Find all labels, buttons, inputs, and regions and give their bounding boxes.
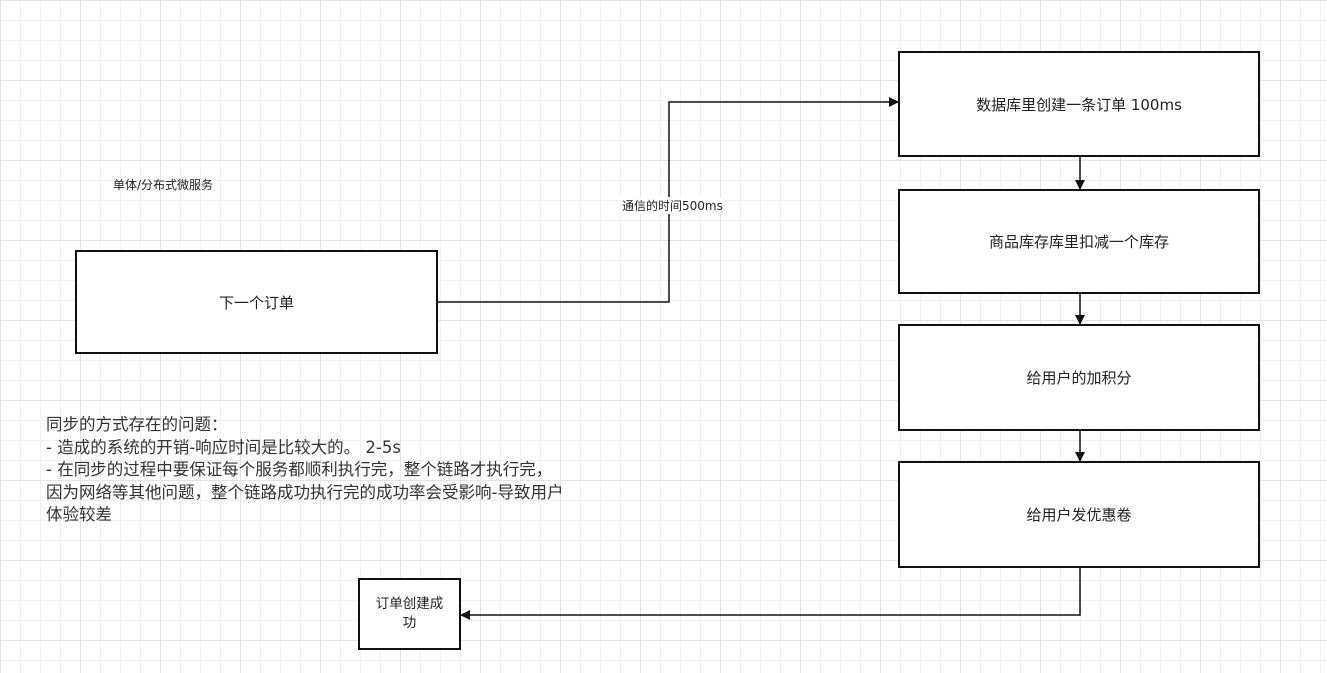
step-box-add-points: 给用户的加积分: [898, 324, 1260, 431]
step-label-reduce-stock: 商品库存库里扣减一个库存: [988, 233, 1169, 251]
note-heading: 同步的方式存在的问题：: [46, 415, 228, 434]
edge-label-communication-time: 通信的时间500ms: [620, 197, 725, 214]
result-box-label: 订单创建成功: [375, 596, 444, 631]
step-label-add-points: 给用户的加积分: [1026, 369, 1132, 387]
architecture-label: 单体/分布式微服务: [113, 178, 214, 192]
note-line: - 在同步的过程中要保证每个服务都顺利执行完，整个链路才执行完，: [46, 460, 553, 479]
problem-notes: 同步的方式存在的问题： - 造成的系统的开销-响应时间是比较大的。 2-5s -…: [46, 414, 563, 527]
step-box-create-order: 数据库里创建一条订单 100ms: [898, 51, 1260, 157]
order-box: 下一个订单: [75, 250, 438, 354]
note-line: 体验较差: [46, 505, 112, 524]
step-label-send-coupon: 给用户发优惠卷: [1026, 506, 1132, 524]
step-label-create-order: 数据库里创建一条订单 100ms: [976, 95, 1182, 114]
order-box-label: 下一个订单: [218, 293, 294, 312]
note-line: - 造成的系统的开销-响应时间是比较大的。 2-5s: [46, 437, 401, 457]
step-box-reduce-stock: 商品库存库里扣减一个库存: [898, 189, 1260, 294]
step-box-send-coupon: 给用户发优惠卷: [898, 461, 1260, 568]
arrow-step4-to-result: [460, 567, 1081, 620]
note-line: 因为网络等其他问题，整个链路成功执行完的成功率会受影响-导致用户: [46, 482, 564, 502]
result-box: 订单创建成功: [358, 578, 461, 650]
